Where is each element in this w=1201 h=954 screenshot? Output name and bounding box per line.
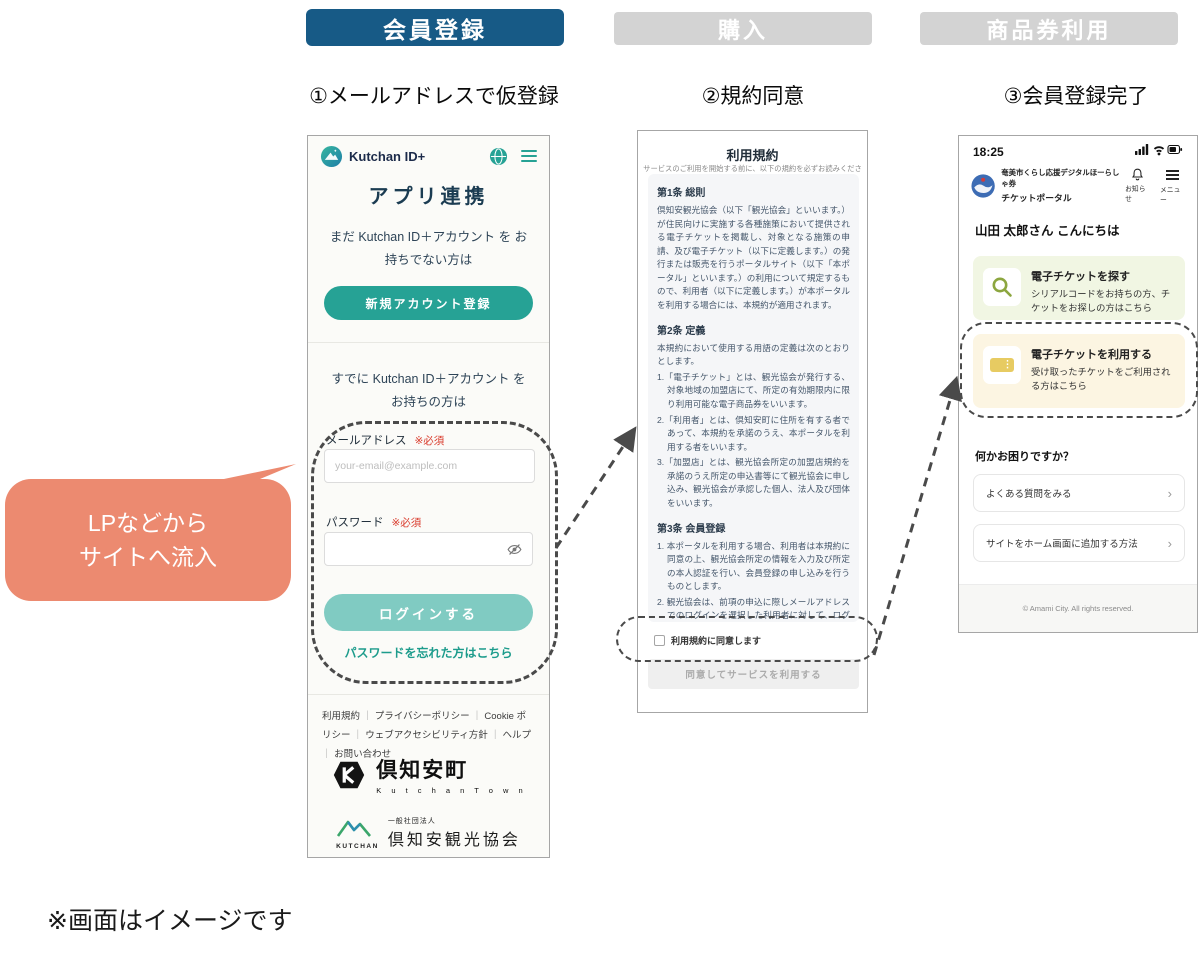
kutchan-town-mark-icon: [334, 761, 365, 788]
email-input[interactable]: [324, 449, 535, 483]
wifi-icon: [1153, 146, 1165, 156]
card-title: 電子チケットを利用する: [1031, 349, 1152, 361]
forgot-password-link[interactable]: パスワードを忘れた方はこちら: [344, 646, 513, 660]
greeting-text: 山田 太郎さん こんにちは: [975, 224, 1120, 238]
kutchan-town-logo: 倶知安町 K u t c h a n T o w n: [308, 754, 549, 795]
kutchan-id-logo-icon: [320, 145, 343, 167]
arrow-step1-to-step2: [554, 426, 637, 549]
town-name-en: K u t c h a n T o w n: [376, 786, 527, 795]
status-bar: 18:25: [959, 142, 1197, 162]
menu-icon: [1166, 167, 1179, 182]
assoc-type: 一般社団法人: [387, 818, 436, 825]
register-button[interactable]: 新規アカウント登録: [324, 286, 533, 320]
agree-submit-button[interactable]: 同意してサービスを利用する: [648, 659, 859, 689]
terms-title: 利用規約: [726, 148, 779, 163]
speech-bubble: LPなどから サイトへ流入: [5, 479, 291, 601]
password-visibility-icon[interactable]: [506, 541, 523, 563]
ticket-icon: [983, 346, 1021, 384]
copyright-text: © Amami City. All rights reserved.: [959, 584, 1197, 632]
status-icons: [1135, 143, 1183, 161]
status-time: 18:25: [973, 145, 1004, 159]
mountain-mark-icon: [337, 820, 372, 837]
add-to-home-link[interactable]: サイトをホーム画面に追加する方法 ›: [973, 524, 1185, 562]
footer-link[interactable]: ウェブアクセシビリティ方針: [365, 730, 502, 741]
image-disclaimer: ※画面はイメージです: [47, 907, 293, 935]
divider: [308, 342, 549, 343]
card-title: 電子チケットを探す: [1031, 271, 1130, 283]
card-description: 受け取ったチケットをご利用される方はこちら: [1031, 367, 1171, 391]
battery-icon: [1167, 144, 1183, 155]
terms-section-heading: 第2条 定義: [657, 325, 706, 337]
terms-scroll-area[interactable]: 第1条 総則 倶知安観光協会（以下「観光協会」といいます。）が住民向けに実施する…: [648, 174, 859, 622]
footer-links: 利用規約プライバシーポリシーCookie ポリシーウェブアクセシビリティ方針ヘル…: [308, 694, 549, 764]
password-label: パスワード※必須: [326, 517, 422, 529]
search-icon: [983, 268, 1021, 306]
card-description: シリアルコードをお持ちの方、チケットをお探しの方はこちら: [1031, 289, 1171, 313]
portal-header: 奄美市くらし応援デジタルほーらしゃ券 チケットポータル お知らせ メニュー: [959, 167, 1197, 204]
menu-label: メニュー: [1160, 186, 1181, 204]
town-name: 倶知安町: [376, 759, 469, 782]
agree-checkbox-row[interactable]: 利用規約に同意します: [654, 634, 761, 647]
agree-checkbox[interactable]: [654, 635, 665, 646]
tab-registration: 会員登録: [306, 9, 564, 46]
step-label-3: ③会員登録完了: [1003, 85, 1149, 108]
brand-name: Kutchan ID+: [349, 148, 426, 164]
footer-link[interactable]: 利用規約: [322, 711, 375, 722]
phone-screen-login: Kutchan ID+ アプリ連携 まだ Kutchan ID＋アカウント を …: [307, 135, 550, 858]
has-account-text: すでに Kutchan ID＋アカウント を お持ちの方は: [331, 372, 526, 409]
page-title: アプリ連携: [368, 186, 489, 208]
step-label-2: ②規約同意: [701, 85, 805, 108]
bubble-line2: サイトへ流入: [79, 544, 217, 570]
terms-section-heading: 第1条 総則: [657, 188, 706, 199]
login-button[interactable]: ログインする: [324, 594, 533, 631]
agree-checkbox-label: 利用規約に同意します: [671, 636, 762, 646]
hamburger-menu-icon[interactable]: [521, 147, 537, 166]
terms-list-item: 1. 本ポータルを利用する場合、利用者は本規約に同意の上、観光協会所定の情報を入…: [657, 540, 850, 592]
phone-screen-terms: 利用規約 サービスのご利用を開始する前に、以下の規約を必ずお読みください。 第1…: [637, 130, 868, 713]
menu-button[interactable]: メニュー: [1160, 167, 1185, 204]
assoc-name: 倶知安観光協会: [387, 832, 521, 849]
terms-section-heading: 第3条 会員登録: [657, 523, 726, 535]
terms-list-item: 1.「電子チケット」とは、観光協会が発行する、対象地域の加盟店にて、所定の有効期…: [657, 371, 850, 409]
assoc-mark-label: KUTCHAN: [336, 843, 379, 850]
terms-paragraph: 本規約において使用する用語の定義は次のとおりとします。: [657, 342, 850, 367]
notifications-label: お知らせ: [1125, 186, 1146, 204]
chevron-right-icon: ›: [1167, 535, 1172, 551]
terms-list-item: 2.「利用者」とは、倶知安町に住所を有する者であって、本規約を承諾のうえ、本ポー…: [657, 414, 850, 452]
faq-link[interactable]: よくある質問をみる ›: [973, 474, 1185, 512]
tourism-association-logo: KUTCHAN 一般社団法人 倶知安観光協会: [308, 816, 549, 850]
no-account-text: まだ Kutchan ID＋アカウント を お持ちでない方は: [329, 230, 528, 267]
bell-icon: [1132, 168, 1144, 181]
step-label-1: ①メールアドレスで仮登録: [309, 85, 559, 108]
required-badge: ※必須: [391, 517, 422, 529]
footer-link[interactable]: プライバシーポリシー: [375, 711, 485, 722]
email-label: メールアドレス※必須: [326, 435, 445, 447]
footer-link[interactable]: お問い合わせ: [334, 749, 392, 760]
language-globe-icon[interactable]: [489, 147, 508, 166]
portal-title-line1: 奄美市くらし応援デジタルほーらしゃ券: [1001, 168, 1120, 188]
help-heading: 何かお困りですか？: [975, 451, 1074, 463]
portal-title-line2: チケットポータル: [1001, 193, 1072, 203]
use-ticket-card[interactable]: 電子チケットを利用する 受け取ったチケットをご利用される方はこちら: [973, 334, 1185, 408]
required-badge: ※必須: [414, 435, 445, 447]
arrow-step2-to-step3: [872, 375, 962, 656]
notifications-button[interactable]: お知らせ: [1125, 167, 1150, 203]
search-ticket-card[interactable]: 電子チケットを探す シリアルコードをお持ちの方、チケットをお探しの方はこちら: [973, 256, 1185, 320]
bubble-line1: LPなどから: [87, 509, 209, 536]
amami-logo-icon: [971, 173, 995, 198]
cell-signal-icon: [1135, 144, 1149, 155]
terms-list-item: 3.「加盟店」とは、観光協会所定の加盟店規約を承諾のうえ所定の申込書等にて観光協…: [657, 457, 850, 508]
chevron-right-icon: ›: [1167, 485, 1172, 501]
tab-purchase: 購入: [614, 12, 872, 45]
terms-paragraph: 倶知安観光協会（以下「観光協会」といいます。）が住民向けに実施する各種施策におい…: [657, 205, 850, 311]
password-input[interactable]: [324, 532, 533, 566]
phone-screen-portal: 18:25: [958, 135, 1198, 633]
terms-list-item: 2. 観光協会は、前項の申込に際しメールアドレスでのログインを選択した利用者に対…: [657, 596, 850, 621]
app-header: Kutchan ID+: [308, 136, 549, 176]
tab-voucher: 商品券利用: [920, 12, 1178, 45]
